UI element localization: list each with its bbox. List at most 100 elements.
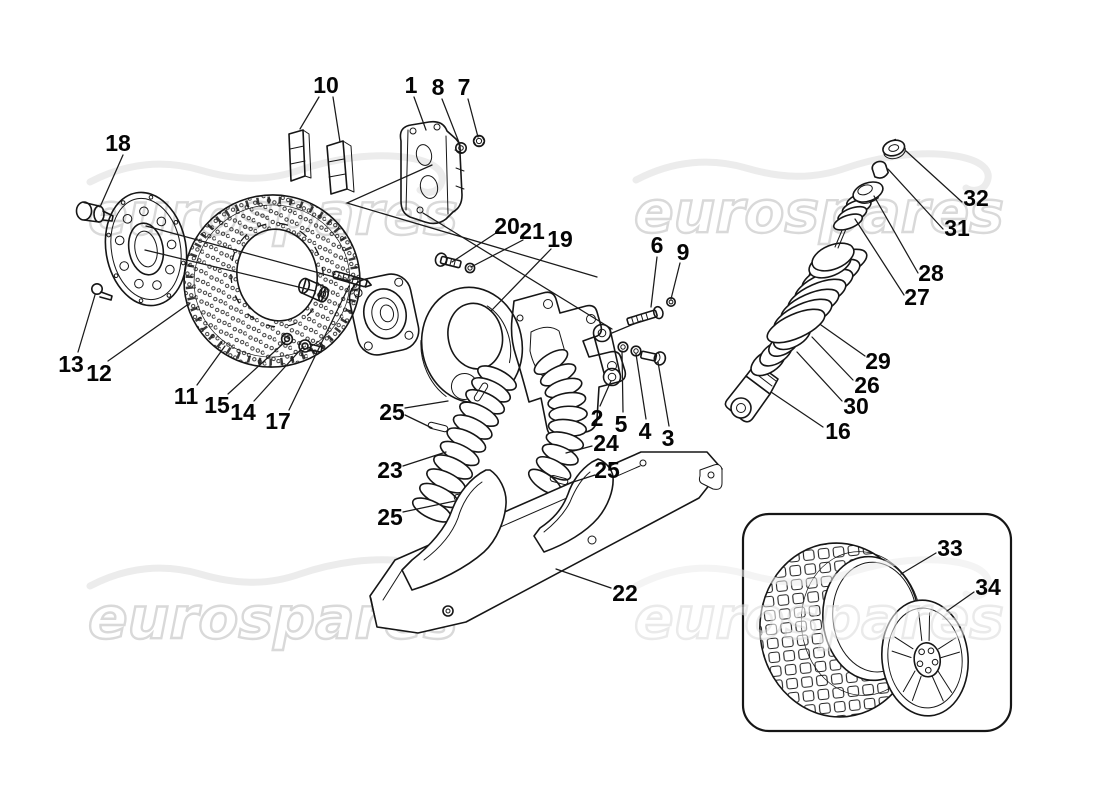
leader-line <box>196 345 226 386</box>
leader-line <box>905 150 963 203</box>
callout-25[interactable]: 25 <box>377 504 403 530</box>
washer-5 <box>617 341 629 353</box>
construction-lines <box>144 164 642 334</box>
leader-line <box>451 232 497 263</box>
caliper-nut-7 <box>472 134 486 148</box>
brake-pad-left <box>288 129 312 182</box>
leader-line <box>599 380 612 407</box>
callout-9[interactable]: 9 <box>677 239 690 265</box>
wheel-stud-17 <box>332 270 372 288</box>
callout-13[interactable]: 13 <box>58 351 84 377</box>
callout-21[interactable]: 21 <box>519 218 545 244</box>
callout-15[interactable]: 15 <box>204 392 230 418</box>
brake-pad-right <box>326 140 355 195</box>
leader-line <box>565 445 593 454</box>
dust-shield <box>420 286 524 404</box>
callout-2[interactable]: 2 <box>591 405 604 431</box>
callout-23[interactable]: 23 <box>377 457 403 483</box>
callout-7[interactable]: 7 <box>458 74 471 100</box>
callout-32[interactable]: 32 <box>963 185 989 211</box>
callout-29[interactable]: 29 <box>865 348 891 374</box>
upper-perch-26 <box>808 224 855 279</box>
retainer-32 <box>882 138 906 160</box>
callout-19[interactable]: 19 <box>547 226 573 252</box>
leader-line <box>441 98 461 146</box>
callout-30[interactable]: 30 <box>843 393 869 419</box>
brake-pads <box>288 129 355 195</box>
leader-line <box>811 336 854 381</box>
leader-line <box>413 96 427 131</box>
bolt-3 <box>640 350 667 366</box>
leader-line <box>900 552 937 575</box>
callout-18[interactable]: 18 <box>105 130 131 156</box>
leader-line <box>77 294 96 353</box>
callout-5[interactable]: 5 <box>615 411 628 437</box>
leader-line <box>470 239 524 268</box>
callout-33[interactable]: 33 <box>937 535 963 561</box>
callout-27[interactable]: 27 <box>904 284 930 310</box>
bolt-6 <box>626 305 664 326</box>
leader-line <box>670 262 681 300</box>
callout-25[interactable]: 25 <box>594 457 620 483</box>
duct-clip <box>549 474 569 486</box>
leader-line <box>657 361 670 427</box>
callout-16[interactable]: 16 <box>825 418 851 444</box>
callout-10[interactable]: 10 <box>313 72 339 98</box>
callout-34[interactable]: 34 <box>975 574 1001 600</box>
bell-bolt-18 <box>75 201 114 223</box>
callout-22[interactable]: 22 <box>612 580 638 606</box>
leader-line <box>796 351 843 402</box>
leader-line <box>566 474 596 485</box>
leader-line <box>404 400 449 409</box>
leader-line <box>873 195 919 274</box>
callout-6[interactable]: 6 <box>651 232 664 258</box>
callout-1[interactable]: 1 <box>405 72 418 98</box>
callout-8[interactable]: 8 <box>432 74 445 100</box>
leader-line <box>887 168 944 230</box>
caliper-bolt-20 <box>434 252 462 269</box>
callout-11[interactable]: 11 <box>174 383 199 409</box>
disc-washer-15 <box>280 332 294 346</box>
leader-line <box>288 285 350 411</box>
leader-line <box>490 248 552 312</box>
duct-funnel-right <box>533 458 614 553</box>
callout-17[interactable]: 17 <box>265 408 291 434</box>
leader-line <box>650 256 658 308</box>
leader-line <box>820 324 866 357</box>
wheel-hub <box>348 273 420 356</box>
link-arm-2 <box>592 323 622 387</box>
callout-28[interactable]: 28 <box>918 260 944 286</box>
leader-line <box>770 391 824 428</box>
leader-line <box>299 96 320 130</box>
leader-line <box>332 96 341 143</box>
brake-disc <box>183 194 361 368</box>
callout-20[interactable]: 20 <box>494 213 520 239</box>
leader-line <box>402 500 456 513</box>
spring-seat-28 <box>852 181 884 204</box>
leader-line <box>555 568 612 589</box>
leader-line <box>467 98 479 138</box>
leader-line <box>253 346 304 402</box>
leader-line <box>402 451 447 467</box>
callout-25[interactable]: 25 <box>379 399 405 425</box>
leader-line <box>107 302 191 362</box>
disc-bell <box>104 191 188 307</box>
callout-26[interactable]: 26 <box>854 372 880 398</box>
shock-absorber <box>724 138 906 423</box>
leader-line <box>404 414 433 429</box>
leader-line <box>854 218 905 296</box>
bell-bolt-13 <box>91 282 113 301</box>
callout-3[interactable]: 3 <box>662 425 675 451</box>
caliper-washer-21 <box>464 262 476 274</box>
callout-4[interactable]: 4 <box>639 418 652 444</box>
duct-clips <box>427 382 569 505</box>
leader-line <box>946 591 975 612</box>
caliper-washer-8 <box>454 142 467 155</box>
callout-12[interactable]: 12 <box>86 360 112 386</box>
leader-line <box>227 340 287 395</box>
callout-24[interactable]: 24 <box>593 430 619 456</box>
callout-14[interactable]: 14 <box>230 399 256 425</box>
callout-31[interactable]: 31 <box>944 215 970 241</box>
duct-clip <box>473 382 489 402</box>
